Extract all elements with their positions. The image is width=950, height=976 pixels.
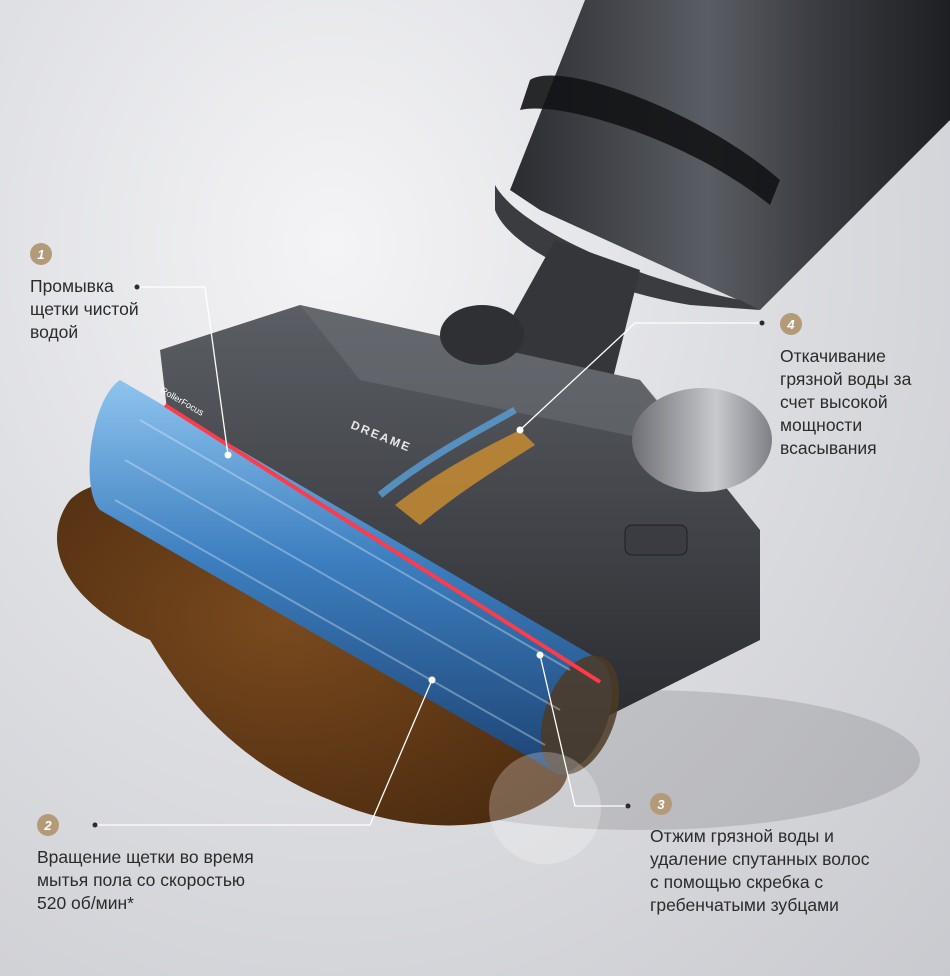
dirty-water-channel (395, 430, 535, 525)
callout-number-badge: 3 (650, 793, 672, 815)
callout-text: Промывка щетки чистой водой (30, 276, 139, 342)
head-button (624, 524, 688, 556)
callout-2: 2 Вращение щетки во время мытья пола со … (37, 814, 254, 915)
callout-1: 1 Промывка щетки чистой водой (30, 243, 139, 344)
point-4 (516, 426, 524, 434)
dirt-puddle (56, 481, 568, 826)
callout-text: Вращение щетки во время мытья пола со ск… (37, 847, 254, 913)
body-ring (520, 75, 780, 205)
callout-number-badge: 1 (30, 243, 52, 265)
point-1 (224, 451, 232, 459)
callout-3: 3 Отжим грязной воды и удаление спутанны… (650, 793, 869, 917)
roller-brush (89, 380, 612, 775)
side-wheel (632, 388, 772, 492)
callout-text: Отжим грязной воды и удаление спутанных … (650, 826, 870, 915)
scraper-wheel (489, 752, 601, 864)
callout-number-badge: 4 (780, 313, 802, 335)
rear-wheel (440, 305, 524, 365)
callout-text: Откачивание грязной воды за счет высокой… (780, 346, 912, 458)
laser-line (163, 403, 602, 684)
callout-4: 4 Откачивание грязной воды за счет высок… (780, 313, 911, 460)
point-2 (428, 676, 436, 684)
leader-lines (95, 286, 762, 826)
callout-number-badge: 2 (37, 814, 59, 836)
point-3 (536, 651, 544, 659)
